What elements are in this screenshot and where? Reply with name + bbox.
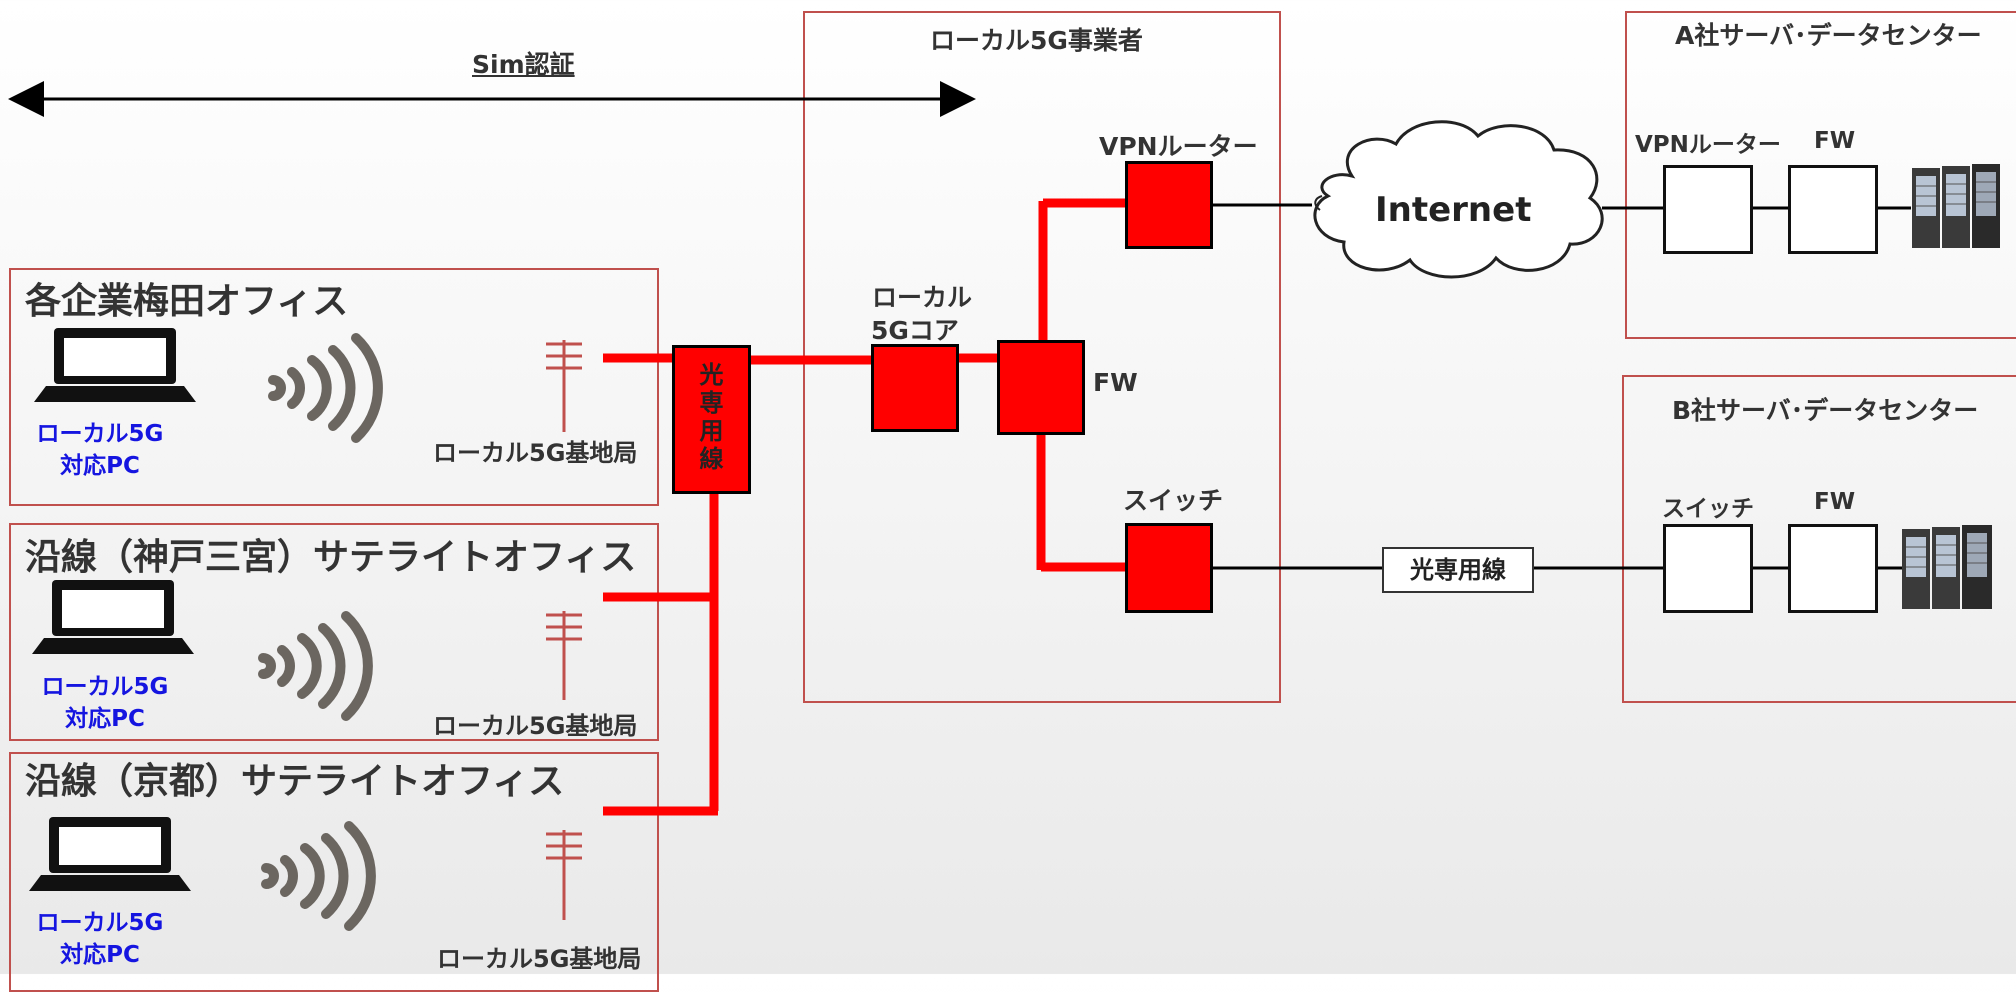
base-station-antenna-icon xyxy=(546,340,582,432)
office-title: 沿線（神戸三宮）サテライトオフィス xyxy=(25,528,636,580)
base-station-label: ローカル5G基地局 xyxy=(433,433,637,468)
base-station-antenna-icon xyxy=(546,611,582,700)
wireless-waves-icon xyxy=(273,338,378,438)
pc-label: ローカル5G 対応PC xyxy=(30,907,170,971)
wireless-waves-icon xyxy=(266,826,371,926)
pc-label-line1: ローカル5G xyxy=(35,671,175,703)
wireless-waves-icon xyxy=(263,616,368,716)
office-title: 沿線（京都）サテライトオフィス xyxy=(25,752,564,804)
base-station-label: ローカル5G基地局 xyxy=(433,706,637,741)
pc-label-line2: 対応PC xyxy=(35,703,175,735)
pc-label-line2: 対応PC xyxy=(30,939,170,971)
pc-label: ローカル5G 対応PC xyxy=(35,671,175,735)
base-station-label: ローカル5G基地局 xyxy=(437,939,641,974)
base-station-antenna-icon xyxy=(546,830,582,920)
pc-label-line1: ローカル5G xyxy=(30,907,170,939)
